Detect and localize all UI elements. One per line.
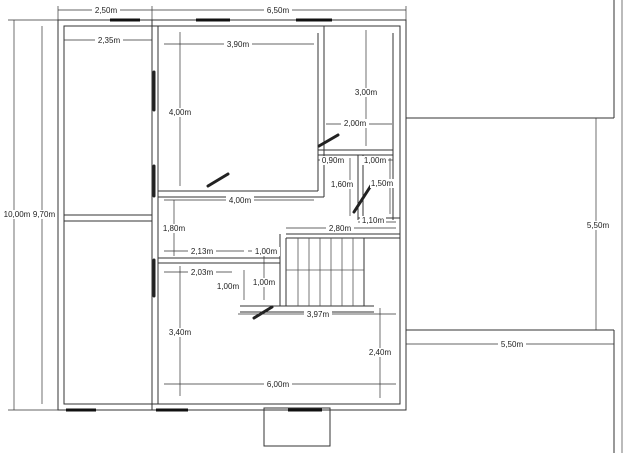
dim-corridor-100-b: 1,00m bbox=[217, 282, 240, 291]
dim-side-width: 5,50m bbox=[501, 340, 524, 349]
dim-top-right-width: 6,50m bbox=[267, 6, 290, 15]
dim-left-inner-width: 2,35m bbox=[98, 36, 121, 45]
dim-small-100-top: 1,00m bbox=[364, 156, 387, 165]
dim-small-090: 0,90m bbox=[322, 156, 345, 165]
dim-right-lower-height: 2,40m bbox=[369, 348, 392, 357]
dim-height-160: 1,60m bbox=[331, 180, 354, 189]
dimension-labels: 2,50m 6,50m 2,35m 3,90m 4,00m 4,00m 3,00… bbox=[2, 6, 612, 389]
dim-total-height: 10,00m bbox=[4, 210, 31, 219]
dimension-lines bbox=[8, 6, 614, 411]
dim-corridor-203: 2,03m bbox=[191, 268, 214, 277]
dim-corridor-213: 2,13m bbox=[191, 247, 214, 256]
dim-height-150: 1,50m bbox=[371, 179, 394, 188]
dim-top-left-width: 2,50m bbox=[95, 6, 118, 15]
dim-room-a-height: 4,00m bbox=[169, 108, 192, 117]
dim-stair-length: 3,97m bbox=[307, 310, 330, 319]
dim-inner-height: 9,70m bbox=[33, 210, 56, 219]
interior-walls bbox=[64, 20, 400, 410]
dim-corridor-100-c: 1,00m bbox=[253, 278, 276, 287]
dim-width-110: 1,10m bbox=[362, 216, 385, 225]
dim-corridor-180: 1,80m bbox=[163, 224, 186, 233]
annex-outline bbox=[406, 0, 623, 453]
dim-bottom-width: 6,00m bbox=[267, 380, 290, 389]
dim-right-upper-width: 2,00m bbox=[344, 119, 367, 128]
windows bbox=[66, 18, 332, 412]
dim-right-upper-height: 3,00m bbox=[355, 88, 378, 97]
entrance-porch bbox=[263, 407, 331, 447]
dim-corridor-100-a: 1,00m bbox=[255, 247, 278, 256]
dim-side-height: 5,50m bbox=[587, 221, 610, 230]
dim-room-a-width: 3,90m bbox=[227, 40, 250, 49]
dim-stair-width: 2,80m bbox=[329, 224, 352, 233]
staircase bbox=[286, 238, 364, 306]
dim-room-a-bottom-width: 4,00m bbox=[229, 196, 252, 205]
dim-room-b-height: 3,40m bbox=[169, 328, 192, 337]
doors bbox=[152, 70, 374, 320]
